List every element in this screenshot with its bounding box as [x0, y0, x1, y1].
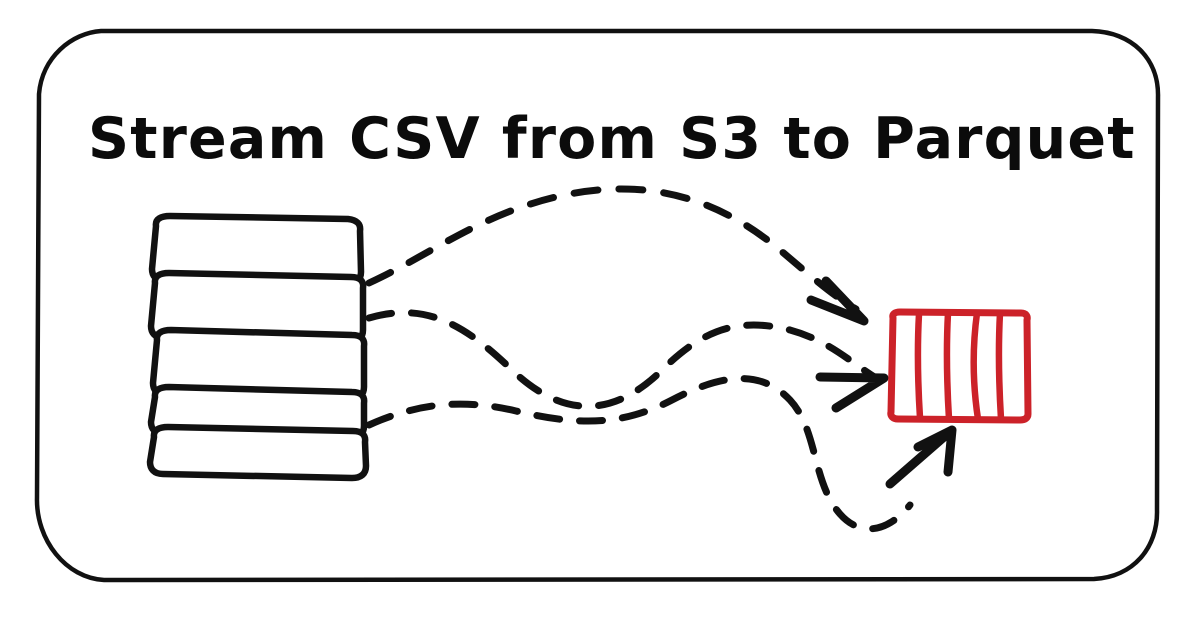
- parquet-divider-1: [914, 310, 924, 422]
- parquet-divider-3: [970, 309, 982, 423]
- flow-lower: [365, 375, 957, 533]
- arrowhead-middle: [815, 372, 889, 413]
- arrowhead-upper: [806, 276, 869, 326]
- parquet-divider-4: [995, 309, 1005, 423]
- stack-slab-5: [146, 423, 370, 482]
- flow-upper: [365, 185, 869, 326]
- flow-middle: [365, 309, 889, 413]
- rounded-frame: [34, 28, 1161, 583]
- parquet-outline: [887, 308, 1032, 424]
- parquet-divider-2: [943, 309, 953, 423]
- parquet-block: [887, 308, 1032, 424]
- arrowhead-lower: [885, 425, 957, 489]
- csv-stack: [146, 212, 370, 482]
- page-title: Stream CSV from S3 to Parquet: [88, 106, 1136, 172]
